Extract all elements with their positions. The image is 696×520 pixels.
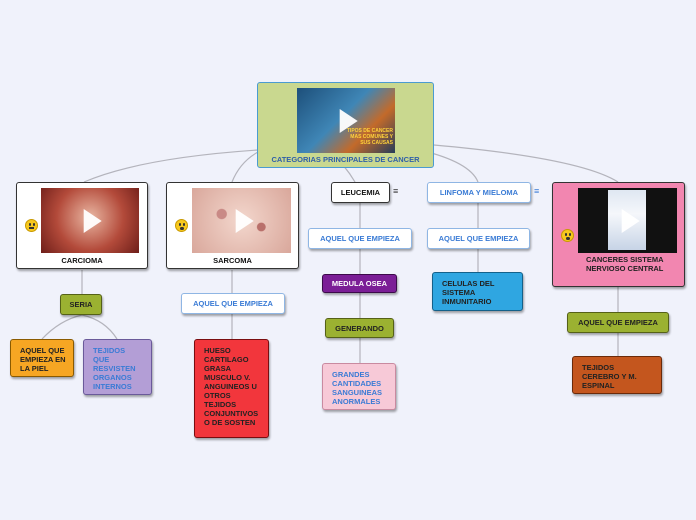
carcioma-leaf-skin[interactable]: AQUEL QUE EMPIEZA EN LA PIEL (10, 339, 74, 377)
carcioma-seria[interactable]: SERIA (60, 294, 102, 315)
sarcoma-aquel[interactable]: AQUEL QUE EMPIEZA (181, 293, 285, 314)
menu-icon[interactable]: ≡ (393, 186, 399, 196)
surprised-face-icon (561, 229, 574, 242)
carcioma-node[interactable]: CARCIOMA (16, 182, 148, 269)
menu-icon[interactable]: ≡ (534, 186, 540, 196)
leucemia-medula[interactable]: MEDULA OSEA (322, 274, 397, 293)
play-icon (339, 108, 358, 133)
play-icon (235, 208, 254, 233)
root-thumb-text: TIPOS DE CANCER MAS COMUNES Y SUS CAUSAS (346, 128, 393, 146)
linfoma-leaf[interactable]: CELULAS DEL SISTEMA INMUNITARIO (432, 272, 523, 311)
surprised-face-icon (175, 219, 188, 232)
root-video-thumbnail[interactable]: TIPOS DE CANCER MAS COMUNES Y SUS CAUSAS (297, 88, 395, 153)
play-icon (621, 208, 640, 233)
leucemia-aquel[interactable]: AQUEL QUE EMPIEZA (308, 228, 412, 249)
snc-leaf[interactable]: TEJIDOS CEREBRO Y M. ESPINAL (572, 356, 662, 394)
sarcoma-title: SARCOMA (213, 256, 252, 265)
sarcoma-video-thumbnail[interactable] (192, 188, 291, 253)
sarcoma-leaf[interactable]: HUESO CARTILAGO GRASA MUSCULO V. ANGUINE… (194, 339, 269, 438)
smiley-icon (25, 219, 38, 232)
snc-aquel[interactable]: AQUEL QUE EMPIEZA (567, 312, 669, 333)
root-node[interactable]: TIPOS DE CANCER MAS COMUNES Y SUS CAUSAS… (257, 82, 434, 168)
sarcoma-node[interactable]: SARCOMA (166, 182, 299, 269)
linfoma-aquel[interactable]: AQUEL QUE EMPIEZA (427, 228, 530, 249)
play-icon (83, 208, 102, 233)
carcioma-video-thumbnail[interactable] (41, 188, 139, 253)
root-label: CATEGORIAS PRINCIPALES DE CANCER (271, 155, 420, 164)
snc-node[interactable]: CANCERES SISTEMA NERVIOSO CENTRAL (552, 182, 685, 287)
snc-video-thumbnail[interactable] (578, 188, 677, 253)
carcioma-title: CARCIOMA (61, 256, 103, 265)
carcioma-leaf-tissues[interactable]: TEJIDOS QUE RESVISTEN ORGANOS INTERNOS (83, 339, 152, 395)
leucemia-node[interactable]: LEUCEMIA (331, 182, 390, 203)
snc-title: CANCERES SISTEMA NERVIOSO CENTRAL (586, 255, 664, 273)
leucemia-leaf[interactable]: GRANDES CANTIDADES SANGUINEAS ANORMALES (322, 363, 396, 410)
leucemia-generando[interactable]: GENERANDO (325, 318, 394, 338)
linfoma-node[interactable]: LINFOMA Y MIELOMA (427, 182, 531, 203)
